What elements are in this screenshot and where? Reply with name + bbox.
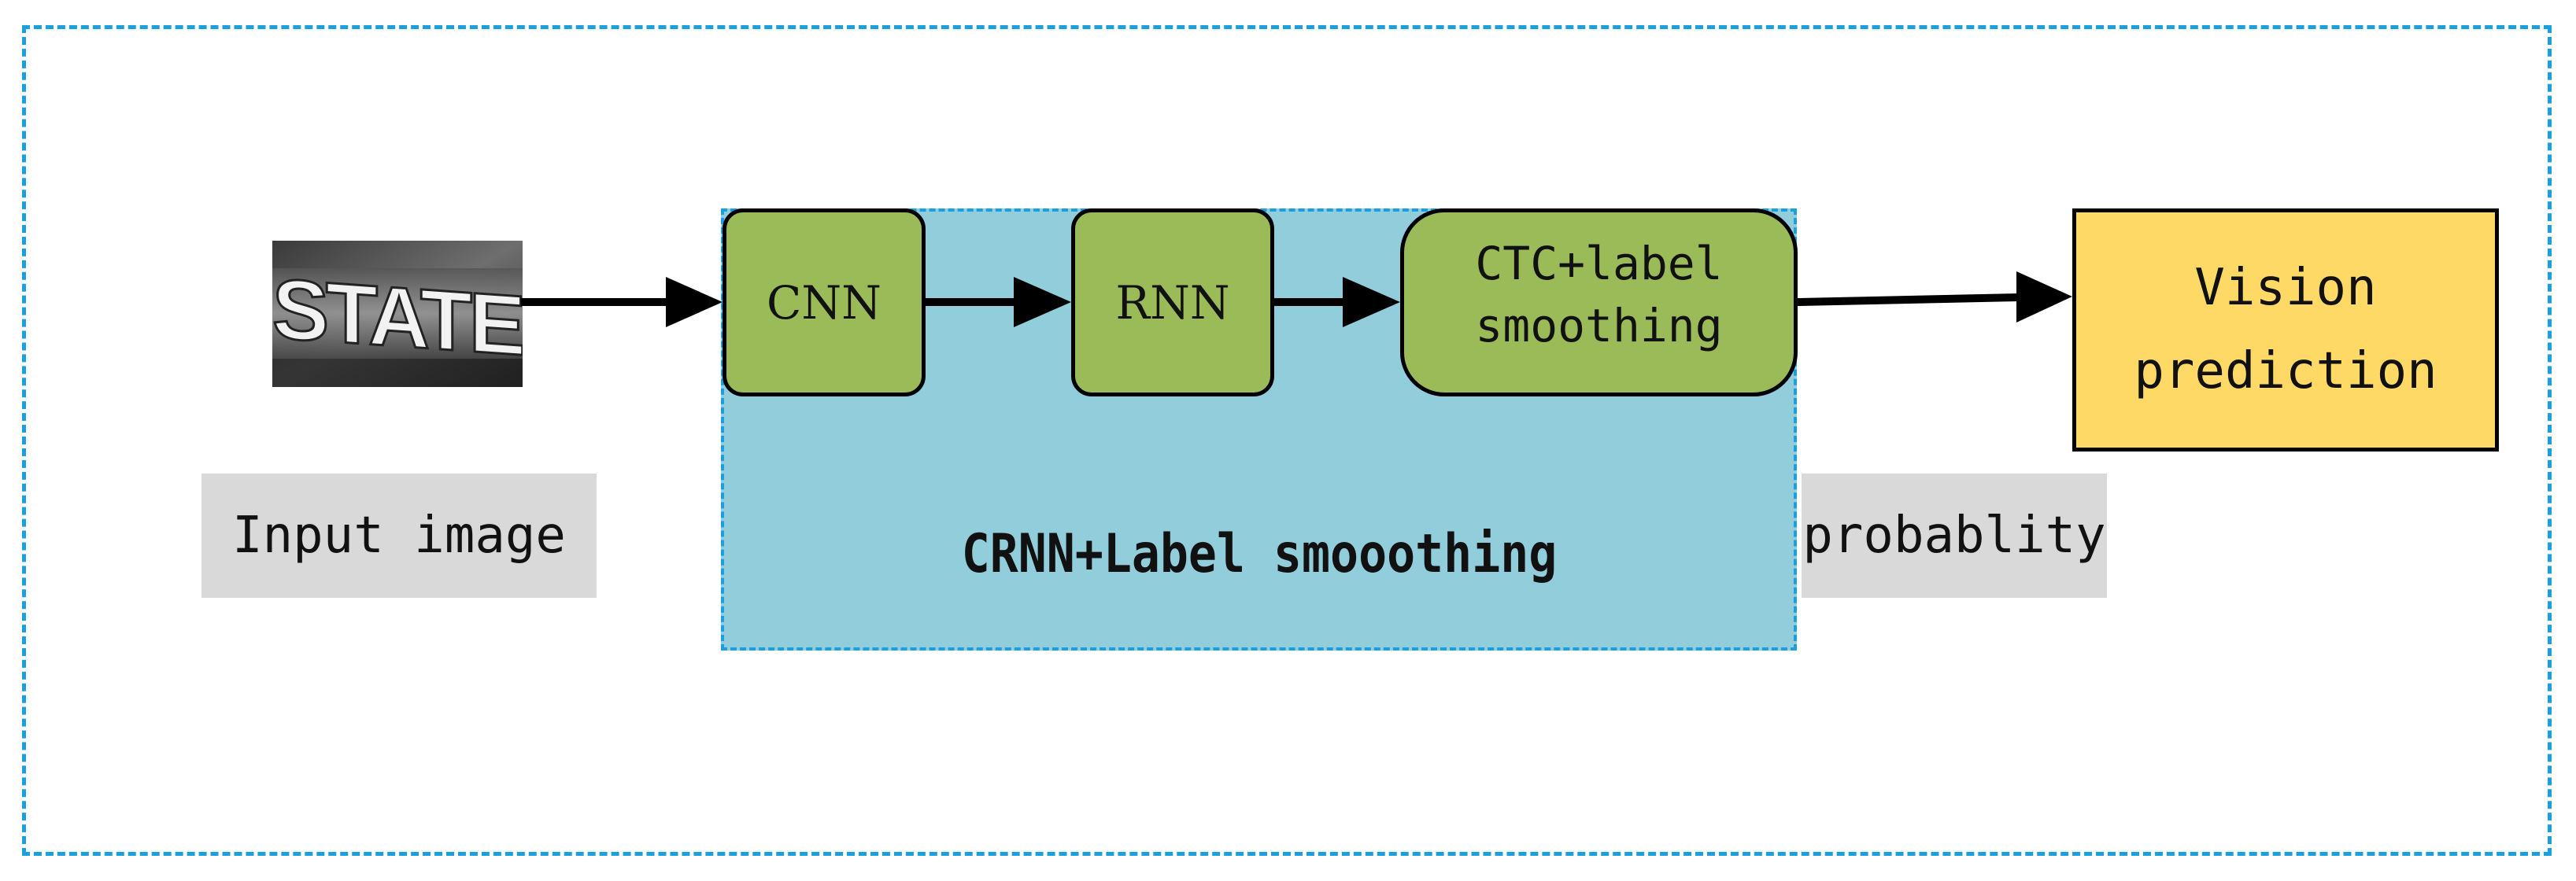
rnn-block: RNN <box>1071 208 1274 396</box>
input-image-thumbnail: STATE <box>272 241 523 387</box>
region-title: CRNN+Label smooothing <box>961 523 1558 585</box>
input-image-text: STATE <box>272 260 523 373</box>
vision-prediction-line2: prediction <box>2134 341 2437 400</box>
cnn-block: CNN <box>723 208 926 396</box>
ctc-label-smoothing-block: CTC+label smoothing <box>1400 208 1798 396</box>
input-image-label-text: Input image <box>232 507 566 565</box>
probability-label: probablity <box>1802 474 2107 598</box>
vision-prediction-line1: Vision <box>2194 258 2377 317</box>
ctc-label-line1: CTC+label <box>1475 237 1723 291</box>
input-image-label: Input image <box>201 474 597 598</box>
vision-prediction-box: Vision prediction <box>2072 208 2499 452</box>
ctc-label-line2: smoothing <box>1475 298 1723 352</box>
rnn-label: RNN <box>1115 275 1230 330</box>
cnn-label: CNN <box>767 275 881 330</box>
outer-dashed-frame <box>22 25 2552 856</box>
probability-label-text: probablity <box>1802 507 2106 565</box>
